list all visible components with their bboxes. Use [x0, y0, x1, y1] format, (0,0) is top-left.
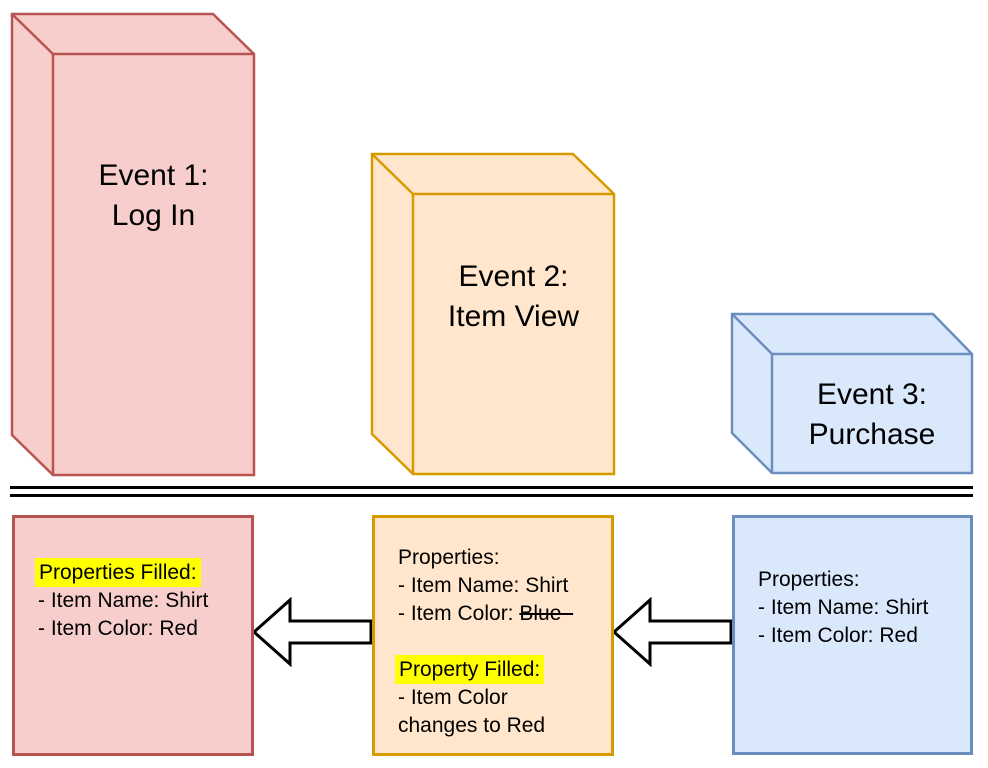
event-2-cube	[370, 152, 616, 476]
text-segment: changes to Red	[398, 714, 546, 737]
highlighted-text: Property Filled:	[395, 655, 545, 684]
text-segment: - Item Color: Red	[38, 617, 198, 640]
text-segment: Purchase	[808, 418, 936, 451]
text-line	[398, 628, 603, 656]
text-line: - Item Color: Red	[758, 622, 962, 650]
text-line: Purchase	[772, 415, 972, 455]
text-line: Property Filled:	[395, 655, 603, 684]
highlighted-text: Properties Filled:	[35, 558, 201, 587]
text-line: - Item Name: Shirt	[758, 594, 962, 622]
text-line: - Item Name: Shirt	[38, 587, 243, 615]
text-line: Properties:	[758, 566, 962, 594]
arrow-purchase-to-itemview-icon	[611, 596, 733, 668]
text-segment: - Item Color	[398, 686, 508, 709]
login-properties-box: Properties Filled:- Item Name: Shirt - It…	[12, 515, 254, 756]
arrow-itemview-to-login-icon	[251, 596, 373, 668]
text-line: Item View	[413, 297, 614, 337]
event-3-label: Event 3: Purchase	[772, 375, 972, 455]
event-1-cube	[10, 12, 256, 477]
text-segment: Log In	[111, 199, 196, 232]
text-line: Log In	[53, 196, 254, 236]
text-segment: Event 3:	[816, 378, 928, 411]
text-line: Properties Filled:	[35, 558, 243, 587]
strikethrough-text: Blue	[519, 602, 562, 625]
purchase-properties-box: Properties: - Item Name: Shirt - Item Colo…	[732, 515, 973, 755]
text-segment: Properties:	[758, 568, 860, 591]
text-segment: - Item Name: Shirt	[38, 589, 209, 612]
separator-double-line	[10, 486, 973, 497]
text-segment: Item View	[447, 300, 580, 333]
item-view-properties-box: Properties: - Item Name: Shirt - Item Colo…	[372, 515, 614, 756]
text-line: Event 2:	[413, 257, 614, 297]
text-line: changes to Red	[398, 712, 603, 740]
event-2-label: Event 2: Item View	[413, 257, 614, 337]
text-line: - Item Name: Shirt	[398, 572, 603, 600]
event-1-label: Event 1: Log In	[53, 156, 254, 236]
text-segment: - Item Name: Shirt	[758, 596, 929, 619]
text-segment: Event 1:	[98, 159, 209, 192]
event-3-cube	[730, 312, 974, 475]
text-line: - Item Color: Blue	[398, 600, 603, 628]
text-segment: - Item Color: Red	[758, 624, 918, 647]
text-segment: - Item Color:	[398, 602, 520, 625]
text-line: - Item Color: Red	[38, 615, 243, 643]
text-line: - Item Color	[398, 684, 603, 712]
text-segment: - Item Name: Shirt	[398, 574, 569, 597]
text-line: Properties:	[398, 544, 603, 572]
text-line: Event 1:	[53, 156, 254, 196]
text-segment: Properties:	[398, 546, 500, 569]
text-segment: Event 2:	[458, 260, 569, 293]
text-line: Event 3:	[772, 375, 972, 415]
